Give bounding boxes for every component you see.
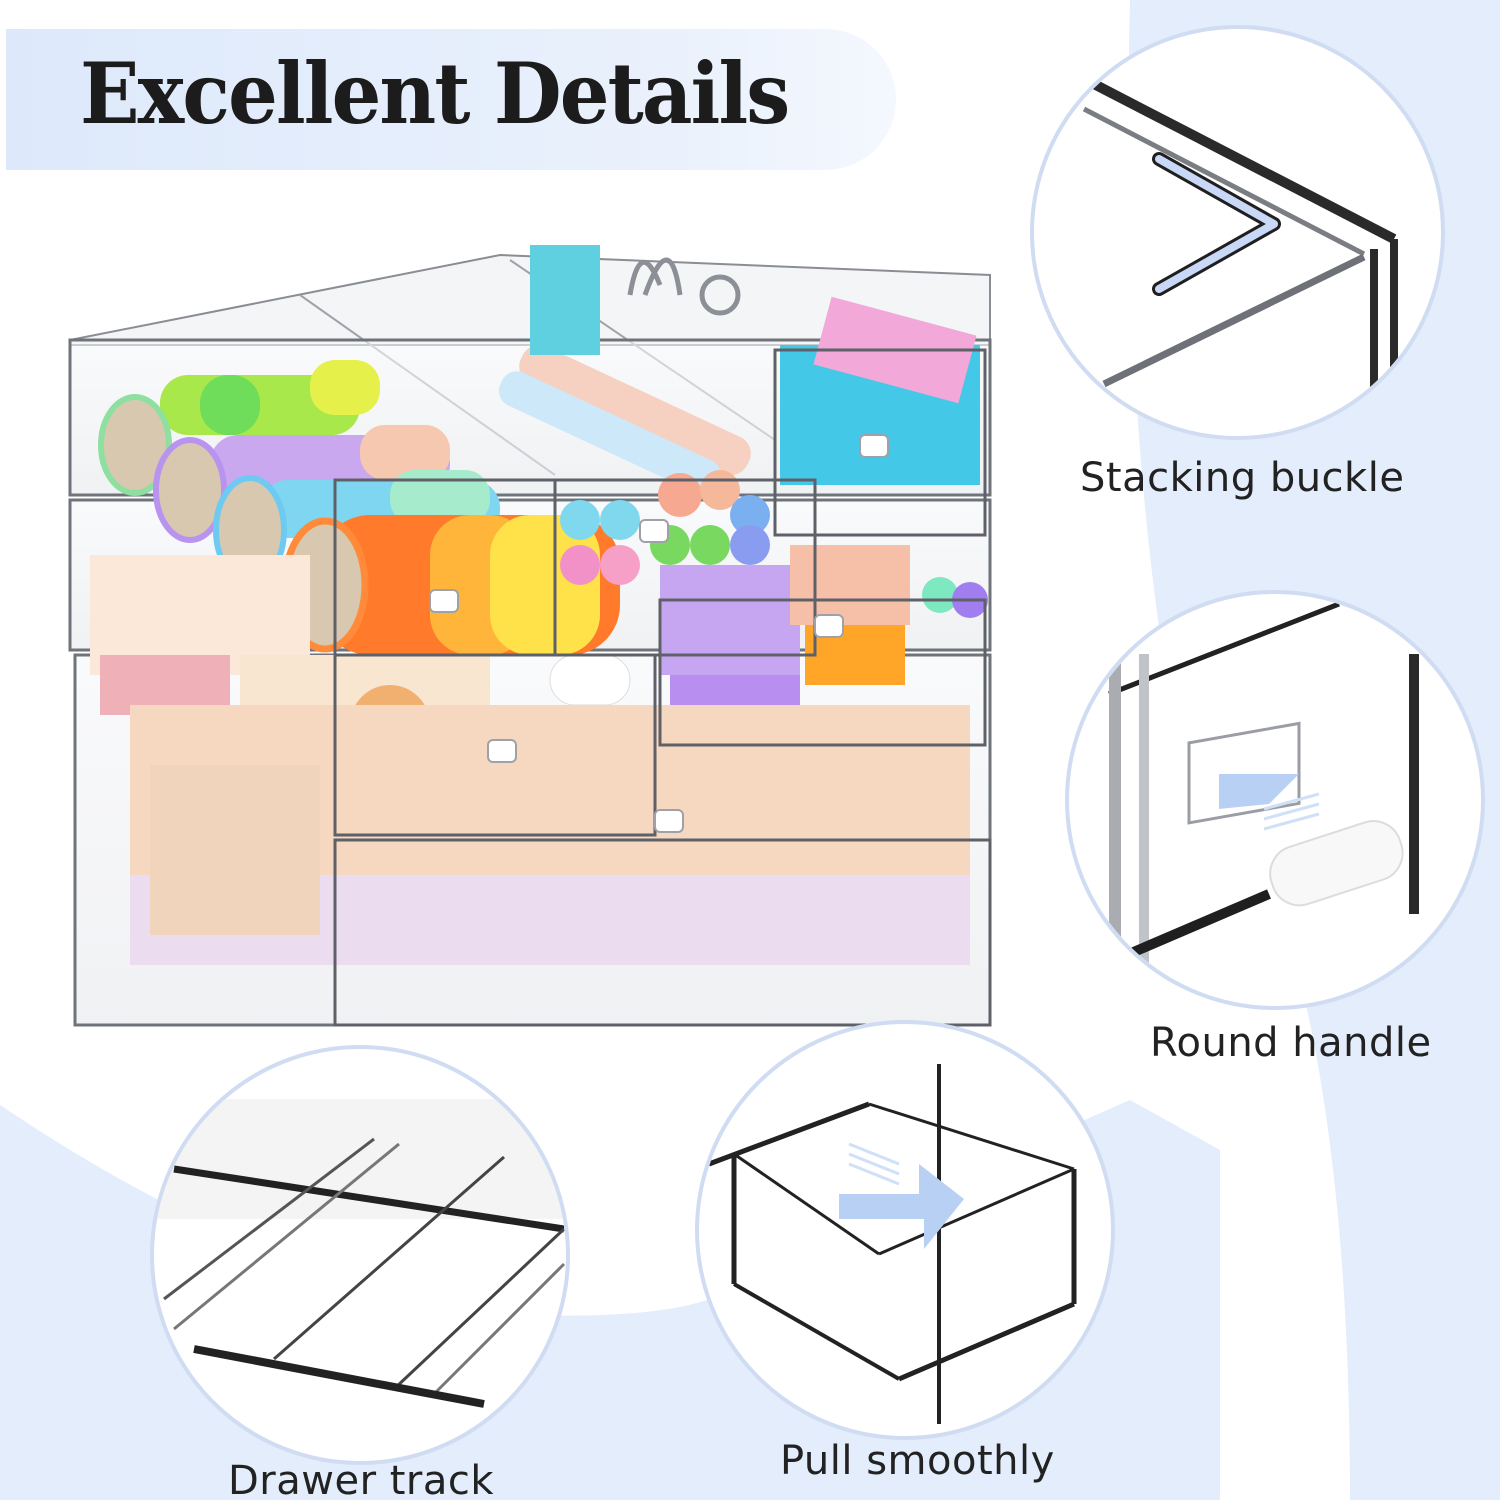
stacking-buckle-illustration: [1082, 79, 1398, 429]
drawer-track-illustration: [154, 1099, 566, 1408]
pull-smoothly-illustration: [708, 1064, 1077, 1424]
caption-stacking-buckle: Stacking buckle: [1080, 455, 1405, 501]
callout-round-handle: [1065, 590, 1485, 1010]
drawer-handles: [429, 434, 889, 833]
caption-round-handle: Round handle: [1150, 1020, 1432, 1066]
notebooks: [130, 705, 970, 965]
caption-pull-smoothly: Pull smoothly: [780, 1438, 1055, 1484]
product-image-drawer-organizer: [68, 245, 992, 1027]
round-handle-illustration: [1108, 601, 1419, 1004]
callout-drawer-track: [150, 1045, 570, 1465]
caption-drawer-track: Drawer track: [228, 1458, 495, 1504]
title-banner: [6, 29, 896, 170]
callout-stacking-buckle: [1030, 25, 1445, 440]
page-title: Excellent Details: [80, 44, 790, 143]
callout-pull-smoothly: [695, 1020, 1115, 1440]
